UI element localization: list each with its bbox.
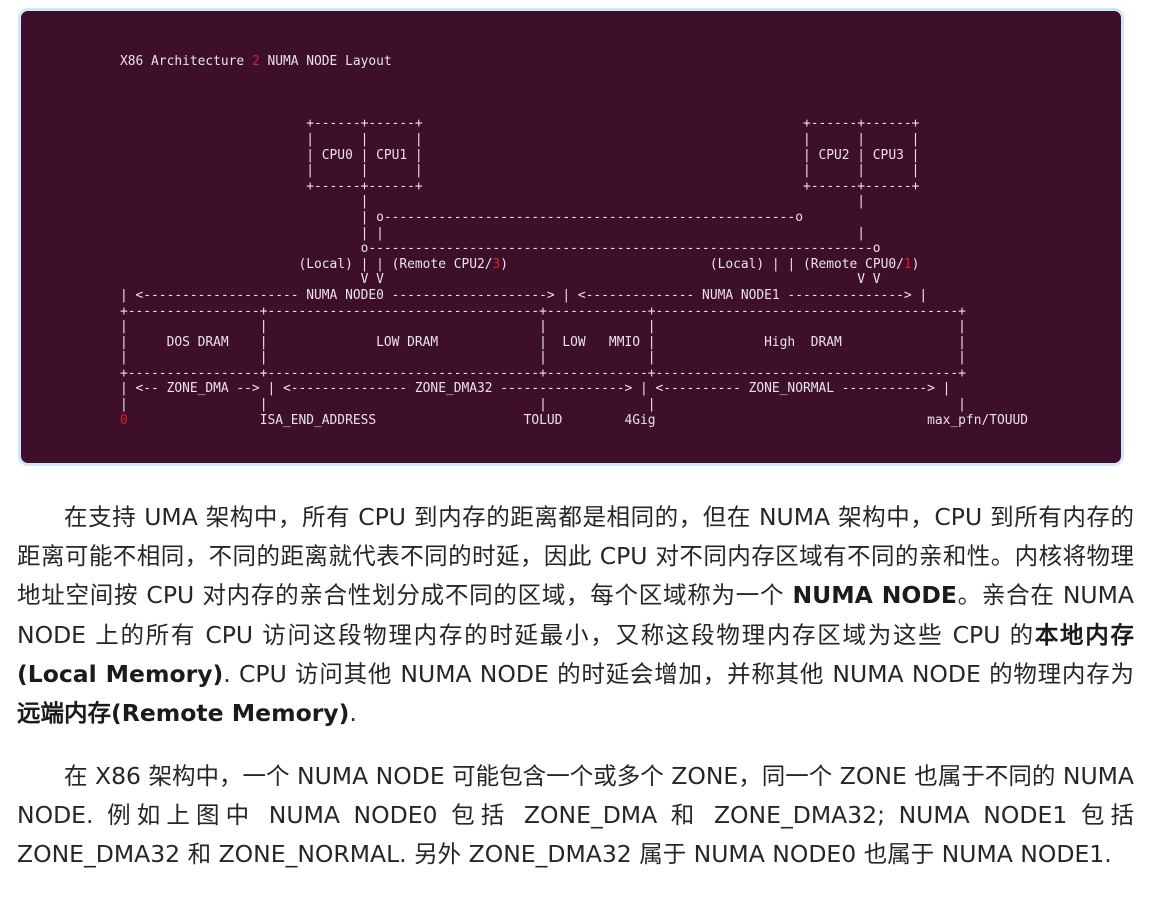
numa-node-line: | <-------------------- NUMA NODE0 -----… [120,287,928,303]
bus-line: | | | [120,225,866,241]
cpu-row-names: | CPU0 | CPU1 | | CPU2 | CPU3 | [120,147,920,163]
paragraph-zones: 在 X86 架构中，一个 NUMA NODE 可能包含一个或多个 ZONE，同一… [17,762,1134,869]
address-line: 0 ISA_END_ADDRESS TOLUD 4Gig max_pfn/TOU… [120,412,1029,428]
pad-line: | | | | | [120,319,966,335]
code-block: X86 Architecture 2 NUMA NODE Layout +---… [18,8,1124,466]
bold-local-memory: 本地内存(Local Memory) [17,620,1134,688]
diagram-title: X86 Architecture 2 NUMA NODE Layout [120,54,392,69]
bold-remote-memory: 远端内存(Remote Memory) [17,699,350,728]
bus-line: | | [120,194,866,210]
pad-line: | | | | | [120,350,966,366]
cpu-row-pad: | | | | | | [120,131,920,147]
arrow-line: V V V V [120,272,881,288]
bus-line: o---------------------------------------… [120,241,881,257]
tick-line: | | | | | [120,397,966,413]
paragraph-numa-intro: 在支持 UMA 架构中，所有 CPU 到内存的距离都是相同的，但在 NUMA 架… [17,503,1134,728]
bold-numa-node: NUMA NODE [792,581,957,610]
local-remote-labels: (Local) | | (Remote CPU2/3) (Local) | | … [120,256,920,272]
cpu-row-pad: | | | | | | [120,163,920,179]
cpu-row-bottom: +------+------+ +------+------+ [120,178,920,194]
separator-line: +-----------------+---------------------… [120,303,966,319]
dram-line: | DOS DRAM | LOW DRAM | LOW MMIO | High … [120,334,966,350]
bus-line: | o-------------------------------------… [120,209,803,225]
separator-line: +-----------------+---------------------… [120,365,966,381]
zone-line: | <-- ZONE_DMA --> | <--------------- ZO… [120,381,951,397]
cpu-row-top: +------+------+ +------+------+ [120,116,920,132]
numa-layout-diagram: X86 Architecture 2 NUMA NODE Layout +---… [120,54,1028,428]
